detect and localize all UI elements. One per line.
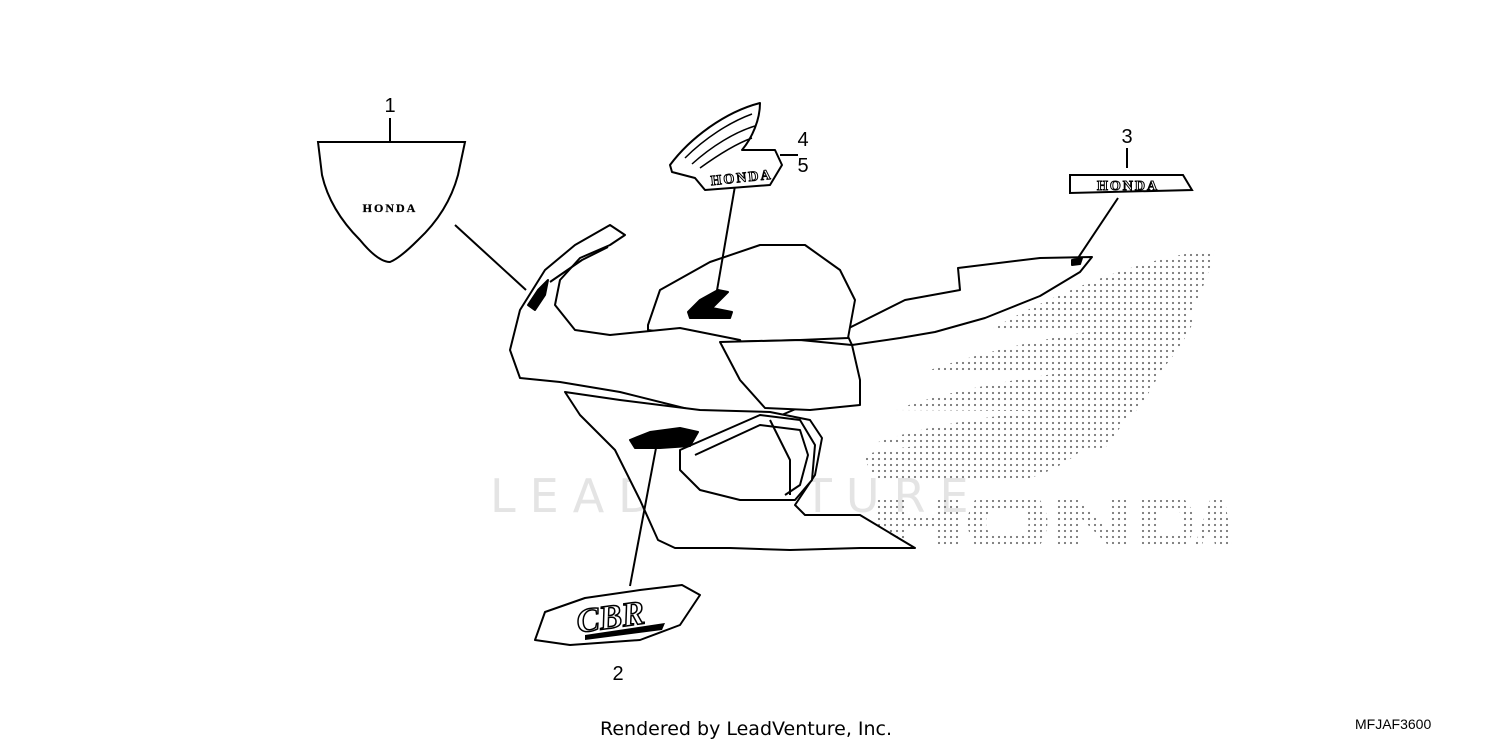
callout-3: 3: [1121, 126, 1132, 148]
honda-wing-background-logo: [865, 250, 1232, 545]
rendered-by-label: Rendered by LeadVenture, Inc.: [600, 718, 893, 740]
svg-text:HONDA: HONDA: [363, 201, 418, 215]
callout-2: 2: [612, 663, 623, 685]
wing-emblem-placement: [687, 289, 733, 319]
leader-line-1-target: [454, 224, 527, 291]
callout-numbers: 1 2 3 4 5: [384, 95, 1132, 685]
leader-line-2: [629, 447, 657, 587]
tail-cowl: [844, 256, 1093, 346]
callout-5: 5: [797, 155, 808, 177]
leader-lines: [389, 118, 1128, 587]
svg-text:HONDA: HONDA: [1097, 179, 1159, 194]
background-logo-letters: [875, 500, 1232, 545]
callout-4: 4: [797, 129, 808, 151]
cbr-emblem-placement: [629, 427, 699, 449]
side-panel: [719, 339, 861, 411]
decal-tail-emblem[interactable]: HONDA: [1069, 174, 1194, 195]
svg-text:HONDA: HONDA: [710, 168, 773, 189]
decal-wing-emblem[interactable]: HONDA: [669, 102, 783, 191]
callout-1: 1: [384, 95, 395, 117]
motorcycle-fairing-outline: [509, 224, 1093, 551]
tail-emblem-placement: [1071, 257, 1083, 266]
diagram-code: MFJAF3600: [1355, 716, 1432, 732]
decal-nose-emblem[interactable]: HONDA: [316, 141, 467, 264]
upper-cowl: [509, 224, 806, 421]
nose-emblem-placement: [527, 279, 549, 311]
leader-line-4-5-target: [714, 185, 736, 303]
decal-cbr-emblem[interactable]: CBR: [534, 584, 701, 646]
leader-line-3-target: [1077, 197, 1119, 259]
